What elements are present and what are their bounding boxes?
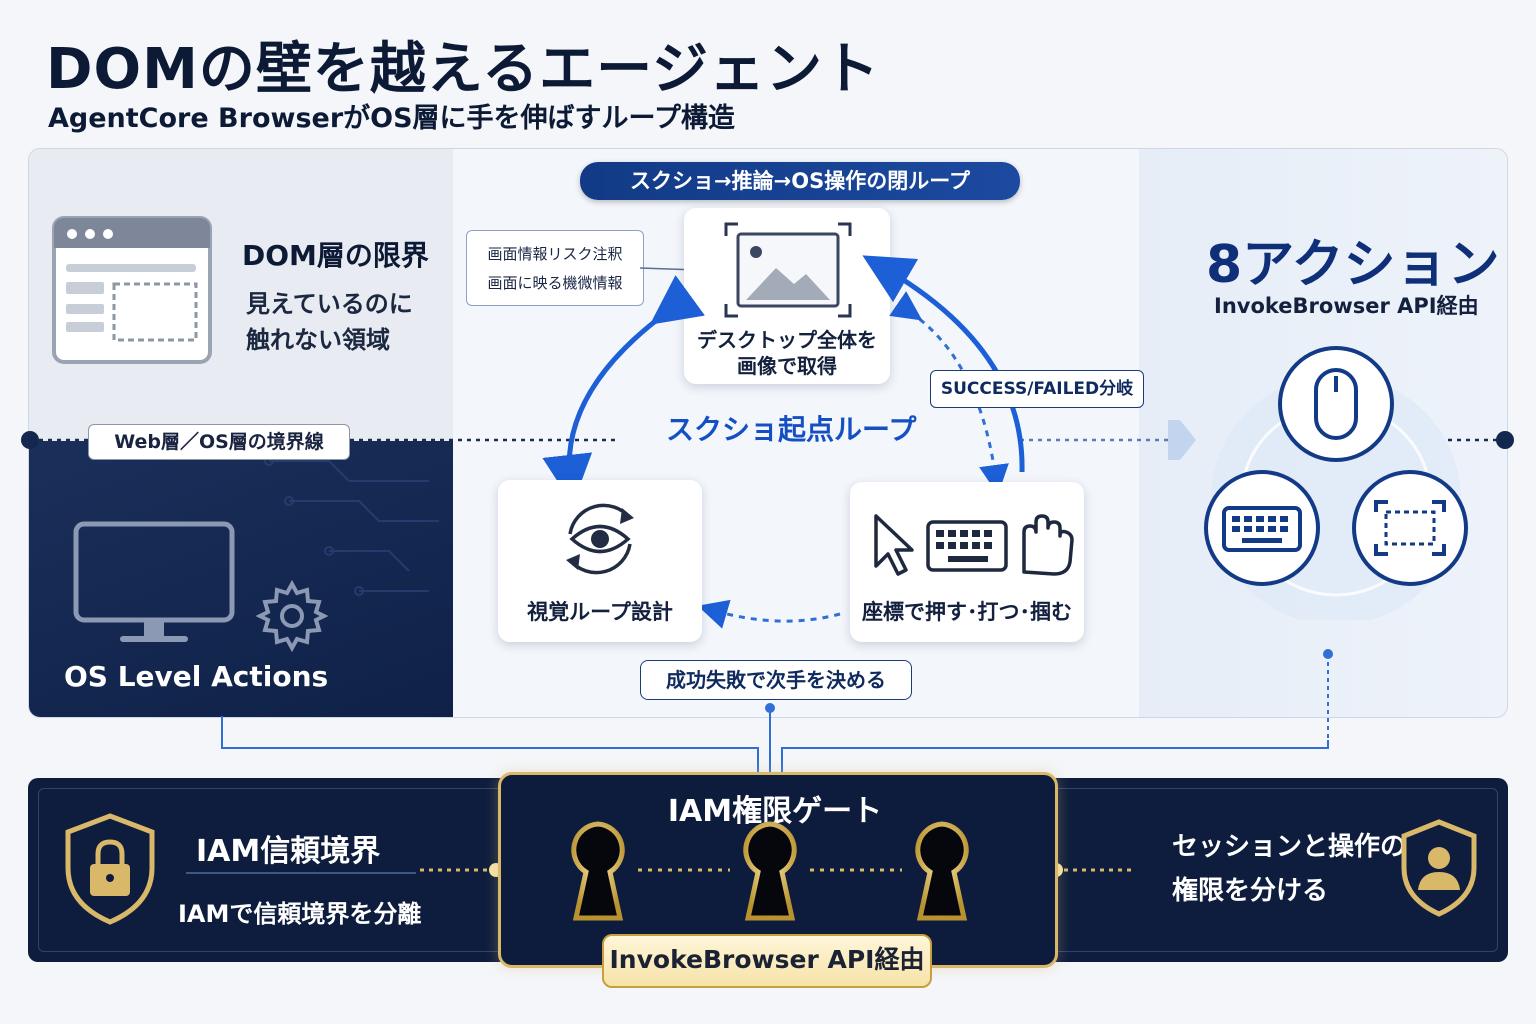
- right-gate-connector: [1049, 863, 1132, 877]
- screen-capture-icon[interactable]: [1350, 468, 1470, 588]
- trust-divider: [186, 872, 416, 874]
- page-subtitle: AgentCore BrowserがOS層に手を伸ばすループ構造: [48, 103, 735, 134]
- iam-trust-title: IAM信頼境界: [196, 834, 381, 869]
- vision-loop-card: 視覚ループ設計: [498, 480, 702, 642]
- session-line-1: セッションと操作の: [1172, 832, 1407, 862]
- capture-line-1: デスクトップ全体を: [697, 328, 877, 352]
- cursor-keyboard-hand-icons: [874, 514, 1074, 576]
- eye-cycle-icon: [566, 503, 634, 575]
- left-gate-connector: [420, 863, 503, 877]
- panel-connector-lines: [221, 649, 1333, 772]
- decide-next-label: 成功失敗で次手を決める: [640, 660, 912, 700]
- monitor-icon: [73, 521, 235, 642]
- dom-limit-desc-1: 見えているのに: [246, 290, 413, 318]
- capture-line-2: 画像で取得: [737, 354, 837, 378]
- gate-api-pill: InvokeBrowser API経由: [602, 934, 932, 988]
- circuit-pattern: [264, 456, 439, 596]
- os-layer-region: [29, 441, 453, 717]
- page-title: DOMの壁を越えるエージェント: [46, 37, 881, 102]
- os-level-actions-label: OS Level Actions: [64, 660, 329, 693]
- eight-actions-title: 8アクション: [1206, 235, 1500, 295]
- dom-limit-title: DOM層の限界: [242, 239, 429, 272]
- keyboard-icon[interactable]: [1202, 468, 1322, 588]
- eight-actions-subtitle: InvokeBrowser API経由: [1214, 294, 1479, 318]
- gear-icon: [256, 580, 328, 652]
- dom-limit-desc-2: 触れない領域: [246, 326, 390, 354]
- user-shield-icon: [1401, 819, 1477, 917]
- lock-shield-icon: [65, 813, 155, 925]
- keyhole-icons: [571, 821, 969, 921]
- os-actions-label: 座標で押す･打つ･掴む: [862, 600, 1072, 624]
- session-line-2: 権限を分ける: [1172, 876, 1329, 906]
- risk-line-1: 画面情報リスク注釈: [487, 245, 623, 263]
- capture-card: デスクトップ全体を 画像で取得: [684, 208, 890, 384]
- browser-window-icon: [52, 216, 212, 364]
- loop-center-label: スクショ起点ループ: [666, 413, 917, 446]
- iam-trust-desc: IAMで信頼境界を分離: [178, 900, 422, 928]
- os-actions-card: 座標で押す･打つ･掴む: [850, 482, 1084, 642]
- vision-loop-label: 視覚ループ設計: [527, 600, 673, 624]
- mouse-icon[interactable]: [1276, 344, 1396, 464]
- screenshot-image-icon: [724, 222, 852, 318]
- closed-loop-pill: スクショ→推論→OS操作の閉ループ: [580, 162, 1020, 200]
- success-failed-branch-label: SUCCESS/FAILED分岐: [930, 370, 1144, 408]
- boundary-label: Web層／OS層の境界線: [88, 424, 350, 460]
